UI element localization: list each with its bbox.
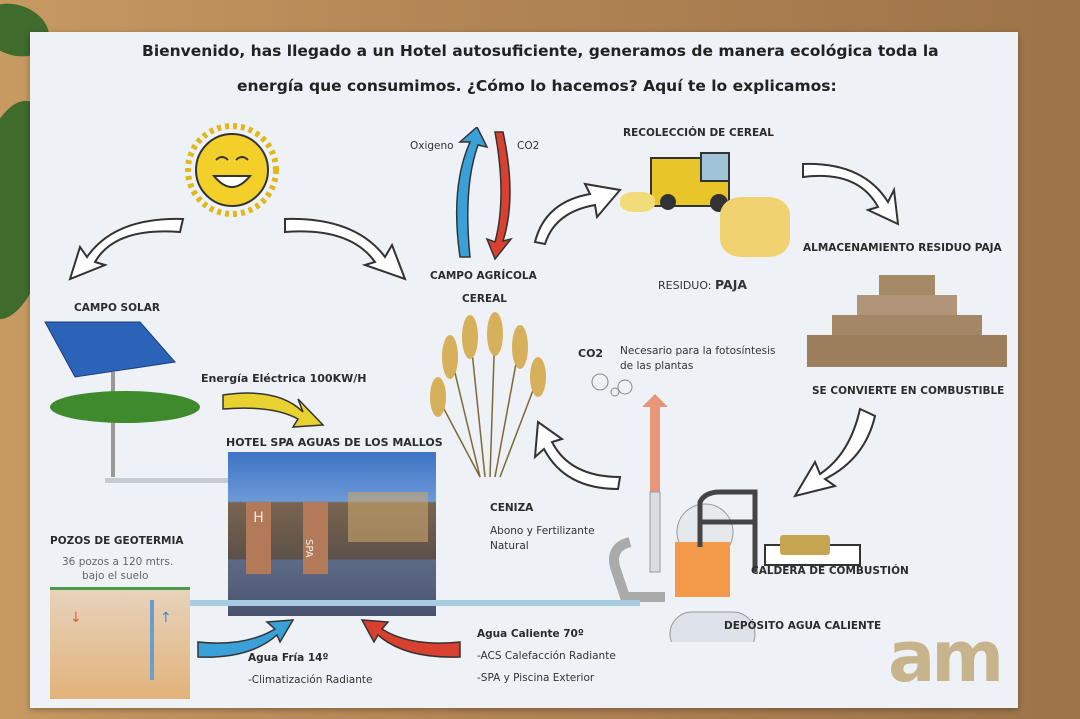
oxigeno-label: Oxigeno	[410, 140, 454, 152]
ceniza-desc-2: Natural	[490, 540, 529, 552]
title-line-1: Bienvenido, has llegado a un Hotel autos…	[142, 42, 939, 60]
residuo-value: PAJA	[715, 277, 748, 292]
climatizacion-label: -Climatización Radiante	[248, 674, 373, 686]
boiler-diagram-image	[591, 373, 861, 642]
co2-desc-1: Necesario para la fotosíntesis	[620, 345, 776, 357]
energia-label: Energía Eléctrica 100KW/H	[201, 372, 367, 385]
solar-panel-image	[44, 321, 200, 477]
ceniza-label: CENIZA	[490, 502, 534, 514]
straw-bales-image	[807, 275, 1007, 370]
water-pipe	[190, 600, 640, 606]
hotel-photo: H SPA	[228, 452, 436, 616]
se-convierte-label: SE CONVIERTE EN COMBUSTIBLE	[812, 385, 1005, 397]
arrow-ash-to-cereal-icon	[533, 420, 622, 491]
spa-label: -SPA y Piscina Exterior	[477, 672, 595, 684]
co2-label: CO2	[578, 347, 604, 360]
hotel-label: HOTEL SPA AGUAS DE LOS MALLOS	[226, 436, 443, 449]
ceniza-desc-1: Abono y Fertilizante	[490, 525, 595, 537]
yellow-energy-arrow-icon	[222, 392, 325, 428]
oxygen-co2-arrows-icon	[455, 127, 513, 261]
co2-desc-2: de las plantas	[620, 360, 694, 372]
cereal-label: CEREAL	[462, 293, 507, 305]
arrow-to-boiler-icon	[792, 407, 877, 498]
campo-solar-label: CAMPO SOLAR	[74, 302, 160, 314]
red-hot-water-arrow-icon	[360, 619, 461, 658]
residuo-label: RESIDUO: PAJA	[658, 277, 747, 292]
pozos-desc-1: 36 pozos a 120 mtrs.	[62, 556, 174, 568]
arrow-to-storage-icon	[802, 162, 900, 226]
campo-agricola-label: CAMPO AGRÍCOLA	[430, 270, 537, 282]
hotel-sign-h: H	[246, 502, 271, 574]
agua-fria-label: Agua Fría 14º	[248, 652, 329, 664]
blue-cold-water-arrow-icon	[197, 619, 295, 658]
co2-top-label: CO2	[517, 140, 540, 152]
geothermal-well-image: ↓ ↑	[50, 587, 190, 699]
arrow-to-solar-icon	[68, 217, 185, 281]
arrow-to-harvest-icon	[533, 182, 622, 246]
harvester-image	[620, 152, 790, 262]
pozos-desc-2: bajo el suelo	[82, 570, 149, 582]
acs-label: -ACS Calefacción Radiante	[477, 650, 616, 662]
almacenamiento-label: ALMACENAMIENTO RESIDUO PAJA	[803, 242, 1002, 254]
recoleccion-label: RECOLECCIÓN DE CEREAL	[623, 127, 774, 139]
am-logo: am	[888, 616, 1004, 698]
residuo-prefix: RESIDUO:	[658, 279, 712, 292]
agua-caliente-label: Agua Caliente 70º	[477, 628, 584, 640]
power-line	[105, 478, 230, 483]
hotel-sign-spa: SPA	[303, 502, 328, 574]
arrow-to-field-icon	[284, 217, 407, 281]
deposito-label: DEPÓSITO AGUA CALIENTE	[724, 620, 882, 632]
caldera-label: CALDERA DE COMBUSTIÓN	[751, 565, 909, 577]
sun-icon	[185, 123, 279, 217]
title-line-2: energía que consumimos. ¿Cómo lo hacemos…	[237, 77, 837, 95]
poster: Bienvenido, has llegado a un Hotel autos…	[30, 32, 1018, 708]
wheat-image	[430, 312, 546, 478]
pozos-label: POZOS DE GEOTERMIA	[50, 535, 184, 547]
